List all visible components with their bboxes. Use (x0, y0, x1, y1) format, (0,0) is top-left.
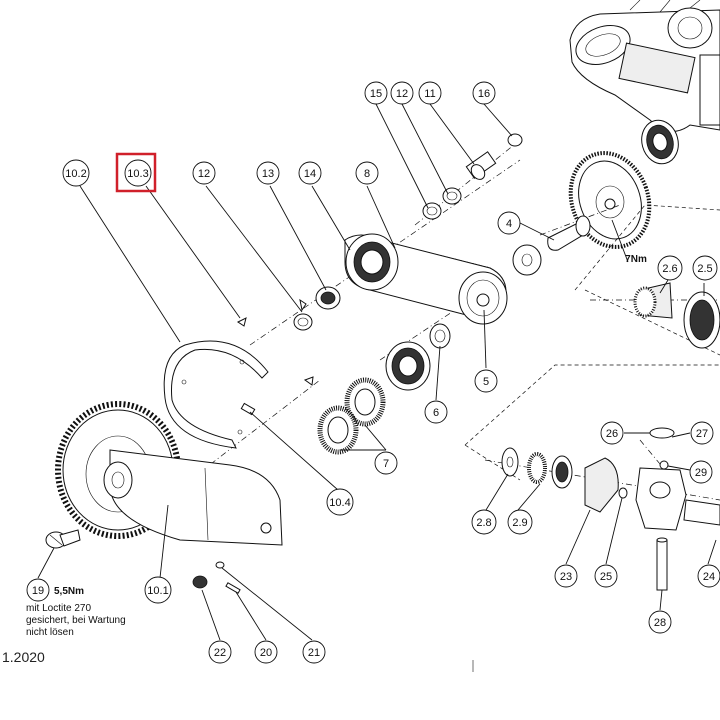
callout-7[interactable]: 7 (374, 451, 398, 475)
callout-8[interactable]: 8 (355, 161, 379, 185)
shaft (512, 215, 591, 276)
svg-text:10.4: 10.4 (329, 497, 350, 509)
callout-24[interactable]: 24 (697, 564, 720, 588)
svg-text:5: 5 (483, 376, 489, 388)
loctite-note-line2: gesichert, bei Wartung (26, 615, 126, 626)
torque-label-5-5nm: 5,5Nm (54, 586, 84, 597)
svg-text:4: 4 (506, 218, 512, 230)
svg-text:23: 23 (560, 571, 572, 583)
callout-23[interactable]: 23 (554, 564, 578, 588)
svg-text:15: 15 (370, 88, 382, 100)
callout-10-3[interactable]: 10.3 (124, 159, 152, 187)
callout-10-2[interactable]: 10.2 (62, 159, 90, 187)
svg-text:14: 14 (304, 168, 316, 180)
sprocket-arm-assembly (55, 401, 283, 546)
callout-16[interactable]: 16 (472, 81, 496, 105)
callout-2-9[interactable]: 2.9 (507, 509, 533, 535)
svg-text:2.8: 2.8 (476, 517, 491, 529)
svg-text:16: 16 (478, 88, 490, 100)
callout-6[interactable]: 6 (424, 400, 448, 424)
callout-5[interactable]: 5 (474, 369, 498, 393)
washers-spacers (293, 133, 523, 331)
svg-text:6: 6 (433, 407, 439, 419)
bearing-top-right (641, 119, 679, 165)
svg-text:2.6: 2.6 (662, 263, 677, 275)
torque-label-7nm: 7Nm (625, 254, 647, 265)
housing-assembly (569, 0, 720, 132)
callout-26[interactable]: 26 (600, 421, 624, 445)
callout-12-top[interactable]: 12 (390, 81, 414, 105)
svg-text:10.2: 10.2 (65, 168, 86, 180)
screw-19 (45, 529, 81, 549)
svg-text:24: 24 (703, 571, 715, 583)
svg-text:28: 28 (654, 617, 666, 629)
svg-text:21: 21 (308, 647, 320, 659)
svg-text:2.9: 2.9 (512, 517, 527, 529)
callout-20[interactable]: 20 (254, 640, 278, 664)
svg-text:10.3: 10.3 (127, 168, 148, 180)
callout-14[interactable]: 14 (298, 161, 322, 185)
svg-text:12: 12 (396, 88, 408, 100)
callout-27[interactable]: 27 (690, 421, 714, 445)
lower-right-assembly (501, 282, 720, 591)
svg-text:22: 22 (214, 647, 226, 659)
svg-text:10.1: 10.1 (147, 585, 168, 597)
svg-text:27: 27 (696, 428, 708, 440)
svg-text:11: 11 (424, 88, 435, 100)
callout-15[interactable]: 15 (364, 81, 388, 105)
callout-2-6[interactable]: 2.6 (657, 255, 683, 281)
callout-10-1[interactable]: 10.1 (144, 576, 172, 604)
leader-lines (37, 103, 717, 641)
loctite-note-line3: nicht lösen (26, 627, 74, 638)
callout-12[interactable]: 12 (192, 161, 216, 185)
callout-11[interactable]: 11 (418, 81, 442, 105)
svg-text:29: 29 (695, 467, 707, 479)
belt-drive (344, 233, 508, 325)
callout-10-3-highlight-box (115, 152, 157, 193)
svg-text:7: 7 (383, 458, 389, 470)
svg-text:13: 13 (262, 168, 274, 180)
callout-2-8[interactable]: 2.8 (471, 509, 497, 535)
bevel-gear (568, 151, 652, 249)
callout-19[interactable]: 19 (26, 578, 50, 602)
callout-4[interactable]: 4 (497, 211, 521, 235)
callout-10-4[interactable]: 10.4 (326, 488, 354, 516)
svg-text:26: 26 (606, 428, 618, 440)
needle-thrust-bearings (317, 377, 386, 455)
svg-text:8: 8 (364, 168, 370, 180)
callout-22[interactable]: 22 (208, 640, 232, 664)
svg-text:20: 20 (260, 647, 272, 659)
svg-text:19: 19 (32, 585, 44, 597)
callout-13[interactable]: 13 (256, 161, 280, 185)
cover-plate (163, 317, 314, 449)
callout-2-5[interactable]: 2.5 (692, 255, 718, 281)
bearings-lower (385, 323, 451, 391)
callout-29[interactable]: 29 (689, 460, 713, 484)
small-fasteners (192, 561, 241, 594)
date-fragment: 1.2020 (2, 649, 45, 665)
callout-28[interactable]: 28 (648, 610, 672, 634)
svg-text:2.5: 2.5 (697, 263, 712, 275)
callout-21[interactable]: 21 (302, 640, 326, 664)
loctite-note-line1: mit Loctite 270 (26, 603, 91, 614)
svg-text:25: 25 (600, 571, 612, 583)
svg-text:12: 12 (198, 168, 210, 180)
callout-25[interactable]: 25 (594, 564, 618, 588)
